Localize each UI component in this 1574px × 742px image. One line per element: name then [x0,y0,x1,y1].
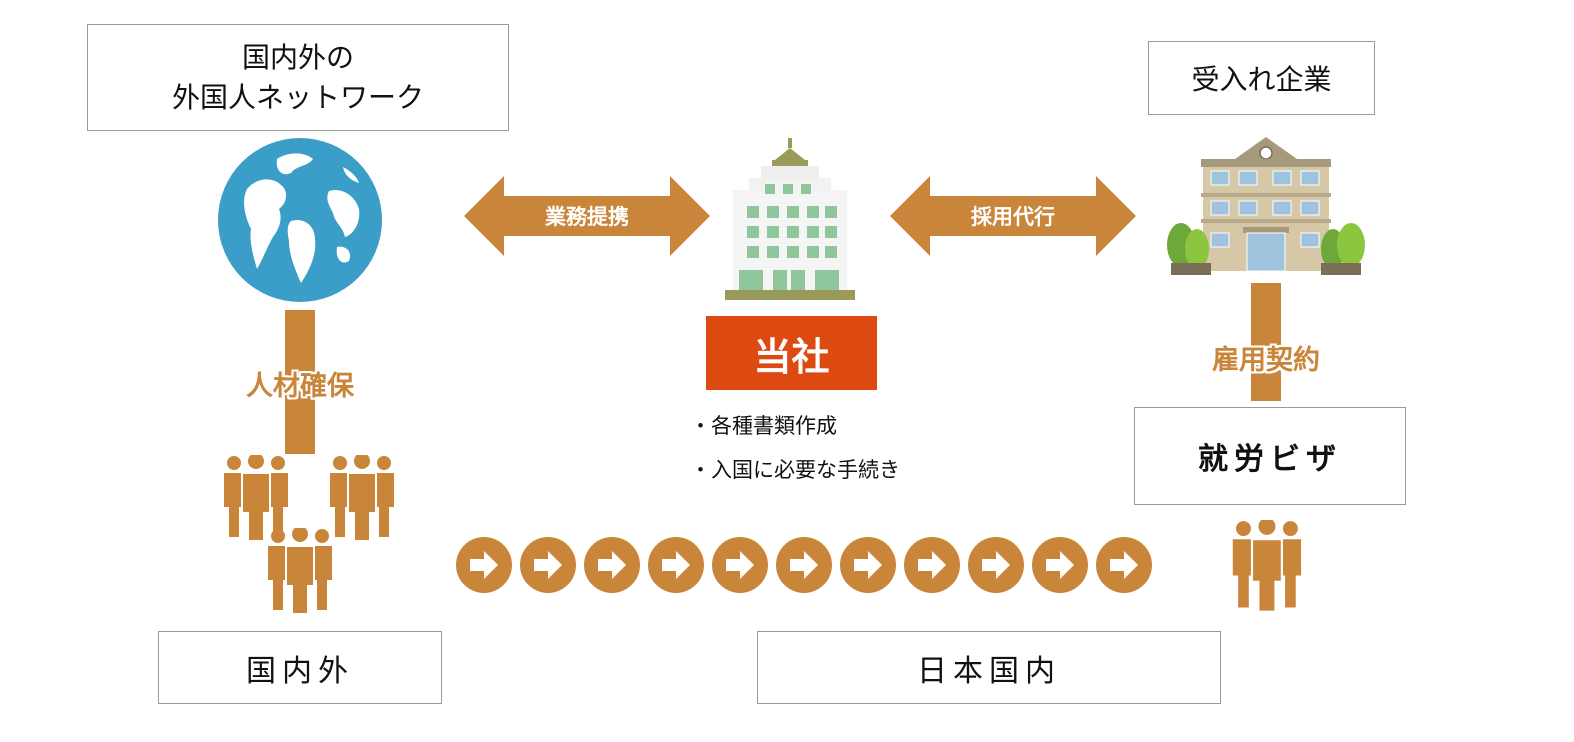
company-box: 当社 [706,316,877,390]
talent-acquisition-label: 人材確保 [246,371,354,402]
domestic-overseas-label: 国内外 [246,653,354,689]
right-arrow-circle-icon [1096,537,1152,593]
within-japan-label: 日本国内 [917,653,1061,689]
within-japan-box: 日本国内 [757,631,1221,704]
right-arrow-circle-icon [1032,537,1088,593]
domestic-overseas-box: 国内外 [158,631,442,704]
recruitment-double-arrow [890,176,1136,256]
right-arrow-circle-icon [712,537,768,593]
globe-icon [218,138,382,302]
people-group-icon [267,528,333,615]
right-arrow-circle-icon [520,537,576,593]
network-line-2: 外国人ネットワーク [171,80,424,114]
partnership-label: 業務提携 [545,205,629,229]
right-arrow-circle-icon [776,537,832,593]
right-arrow-circle-icon [648,537,704,593]
right-arrow-circle-icon [456,537,512,593]
right-arrow-circle-icon [968,537,1024,593]
employment-contract-label: 雇用契約 [1212,345,1320,376]
people-group-icon [1231,520,1303,613]
recruitment-label: 採用代行 [971,205,1055,229]
service-item-immigration: ・入国に必要な手続き [690,458,900,482]
right-arrow-circle-icon [840,537,896,593]
talent-acquisition-bar [285,310,315,454]
school-building-icon [1167,137,1365,275]
partnership-double-arrow [464,176,710,256]
office-building-icon [725,138,855,300]
work-visa-box: 就労ビザ [1134,407,1406,505]
employment-contract-bar [1251,283,1281,401]
work-visa-label: 就労ビザ [1198,442,1342,477]
employer-box: 受入れ企業 [1148,41,1375,115]
service-item-documents: ・各種書類作成 [690,414,837,438]
employer-label: 受入れ企業 [1191,63,1332,96]
right-arrow-circle-icon [584,537,640,593]
right-arrow-circle-icon [904,537,960,593]
overseas-network-box: 国内外の 外国人ネットワーク [87,24,509,131]
network-line-1: 国内外の [241,40,354,74]
